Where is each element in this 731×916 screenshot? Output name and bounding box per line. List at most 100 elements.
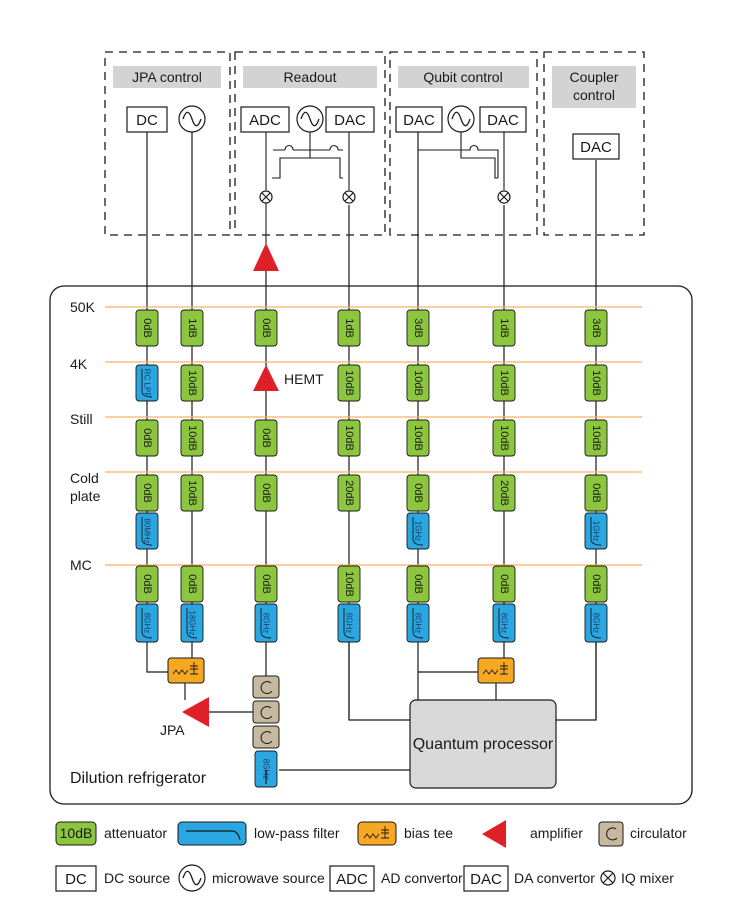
circulator-stack [252, 675, 280, 749]
svg-text:Quantum processor: Quantum processor [413, 736, 554, 753]
attenuator-readout-out-c50k [254, 309, 278, 347]
panel-coupler-control: Coupler control [543, 51, 645, 236]
coupler-dac: DAC [572, 133, 620, 160]
lpf-coupler-cmc2 [584, 603, 608, 643]
hemt-amplifier-icon [253, 365, 279, 391]
svg-text:ADC: ADC [249, 112, 281, 129]
lpf-qubit-xy-1-cmc2 [406, 603, 430, 643]
legend-attenuator: attenuator [104, 825, 167, 841]
legend-dc-sample: DC [65, 871, 87, 888]
attenuator-jpa-dc-ccold [135, 474, 159, 512]
component-label-readout-out-cmc: 0dB [260, 574, 272, 594]
component-label-coupler-cmc2: 8GHz [592, 613, 601, 633]
legend-adc: AD convertor [381, 870, 463, 886]
component-label-jpa-pump-ccold: 10dB [186, 480, 198, 506]
quantum-processor: Quantum processor [409, 699, 557, 789]
attenuator-qubit-xy-1-c50k [406, 309, 430, 347]
stage-still: Still [70, 411, 93, 427]
jpa-dc-source: DC [126, 106, 168, 133]
svg-text:DAC: DAC [403, 112, 435, 129]
jpa-label: JPA [160, 722, 185, 738]
component-label-qubit-xy-2-c4k: 10dB [498, 370, 510, 396]
attenuator-readout-out-ccold [254, 474, 278, 512]
component-label-readout-in-c4k: 10dB [343, 370, 355, 396]
lpf-qubit-xy-2-cmc2 [492, 603, 516, 643]
attenuator-readout-in-c50k [337, 309, 361, 347]
panel-title-coupler-1: Coupler [569, 69, 618, 85]
legend-bias-tee: bias tee [404, 825, 453, 841]
panel-jpa-control: JPA control [104, 51, 231, 236]
readout-microwave-source-icon [296, 105, 324, 133]
attenuator-qubit-xy-1-cmc [406, 565, 430, 603]
lpf-curve-coupler-cmc2 [590, 608, 602, 639]
component-label-coupler-ccold2: 1GHz [592, 521, 601, 541]
attenuator-jpa-pump-cmc [180, 565, 204, 603]
hemt-label: HEMT [284, 371, 324, 387]
qubit-dac-1: DAC [395, 106, 443, 133]
svg-text:DAC: DAC [334, 112, 366, 129]
legend-attenuator-sample: 10dB [60, 825, 93, 841]
component-label-coupler-ccold: 0dB [590, 483, 602, 503]
readout-iq-mixer-out-icon [259, 190, 273, 204]
panel-title-jpa: JPA control [132, 69, 202, 85]
component-label-readout-out-cstill: 0dB [260, 428, 272, 448]
svg-text:DAC: DAC [487, 112, 519, 129]
attenuator-readout-in-ccold [337, 474, 361, 512]
component-label-qubit-xy-1-c50k: 3dB [412, 318, 424, 338]
attenuator-jpa-dc-cstill [135, 419, 159, 457]
lpf-qubit-xy-1-ccold2 [406, 512, 430, 550]
attenuator-jpa-dc-c50k [135, 309, 159, 347]
attenuator-readout-in-c4k [337, 364, 361, 402]
panel-title-qubit: Qubit control [423, 69, 502, 85]
legend-iq: IQ mixer [621, 870, 674, 886]
component-label-coupler-cstill: 10dB [590, 425, 602, 451]
component-label-readout-in-ccold: 20dB [343, 480, 355, 506]
attenuator-qubit-xy-1-cstill [406, 419, 430, 457]
lpf-readout-out-cmc2 [254, 603, 278, 643]
lpf-curve-qubit-xy-2-cmc2 [498, 608, 510, 639]
legend-lpf: low-pass filter [254, 825, 340, 841]
component-label-jpa-dc-ccold: 0dB [141, 483, 153, 503]
lpf-curve-jpa-dc-ccold2 [141, 517, 153, 546]
lpf-coupler-ccold2 [584, 512, 608, 550]
attenuator-qubit-xy-1-ccold [406, 474, 430, 512]
lpf-curve-coupler-ccold2 [590, 517, 602, 546]
legend-mw: microwave source [212, 870, 325, 886]
component-label-readout-in-cstill: 10dB [343, 425, 355, 451]
component-label-coupler-cmc: 0dB [590, 574, 602, 594]
stage-cold: Cold [70, 470, 99, 486]
component-label-jpa-dc-c50k: 0dB [141, 318, 153, 338]
bias-tee-jpa [167, 657, 205, 684]
component-label-readout-out-c50k: 0dB [260, 318, 272, 338]
component-label-qubit-xy-1-c4k: 10dB [412, 370, 424, 396]
component-label-jpa-pump-c4k: 10dB [186, 370, 198, 396]
legend-adc-sample: ADC [336, 871, 368, 888]
lpf-jpa-pump-cmc2 [180, 603, 204, 643]
qubit-dac-2: DAC [479, 106, 527, 133]
attenuator-readout-in-cstill [337, 419, 361, 457]
lpf-jpa-dc-cmc2 [135, 603, 159, 643]
dilution-refrigerator [49, 285, 693, 805]
signal-wires [146, 132, 597, 721]
component-label-qubit-xy-2-ccold: 20dB [498, 480, 510, 506]
component-label-readout-in-c50k: 1dB [343, 318, 355, 338]
legend: 10dB attenuator low-pass filter bias tee… [55, 820, 687, 892]
component-label-readout-out-cmc2: 8GHz [262, 613, 271, 633]
readout-adc: ADC [240, 106, 290, 133]
attenuator-qubit-xy-2-c50k [492, 309, 516, 347]
component-label-qubit-xy-1-cmc: 0dB [412, 574, 424, 594]
lpf-curve-qubit-xy-1-cmc2 [412, 608, 424, 639]
attenuator-qubit-xy-2-ccold [492, 474, 516, 512]
panel-title-readout: Readout [284, 69, 337, 85]
legend-dc: DC source [104, 870, 170, 886]
component-label-qubit-xy-1-ccold: 0dB [412, 483, 424, 503]
svg-text:DAC: DAC [580, 139, 612, 156]
attenuator-jpa-pump-cstill [180, 419, 204, 457]
component-label-jpa-pump-cstill: 10dB [186, 425, 198, 451]
panel-readout: Readout [234, 51, 386, 236]
lpf-readout-bottom [254, 750, 278, 788]
jpa-microwave-source-icon [178, 105, 206, 133]
attenuator-coupler-ccold [584, 474, 608, 512]
component-label-qubit-xy-1-ccold2: 1GHz [414, 521, 423, 541]
